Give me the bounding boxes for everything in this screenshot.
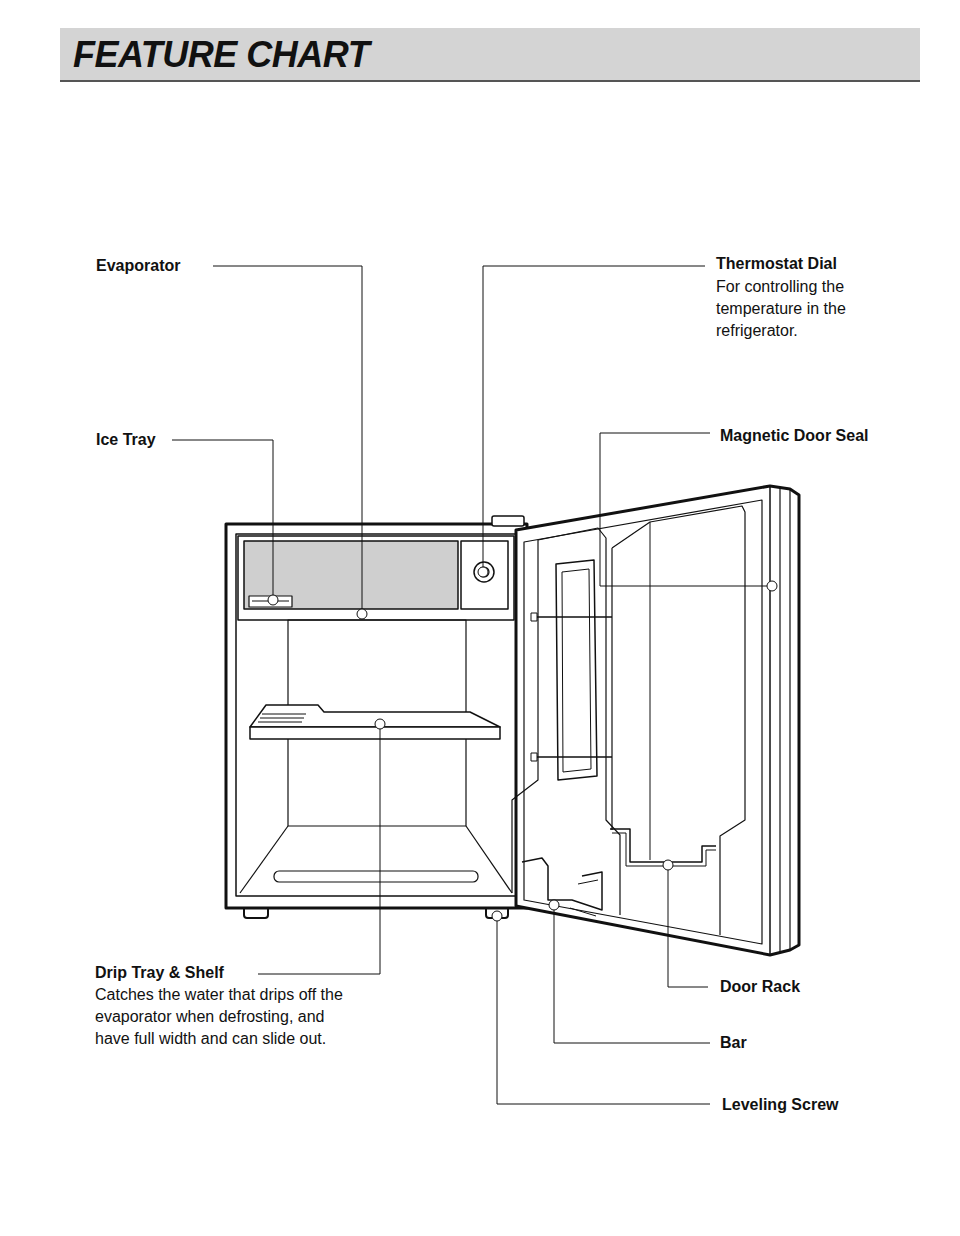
leader-dot: [663, 860, 673, 870]
leader-line: [600, 433, 767, 586]
door-column-edge: [650, 522, 651, 860]
leader-dot: [767, 581, 777, 591]
thermostat-housing: [461, 541, 508, 609]
floor-groove: [274, 871, 478, 882]
leader-line: [172, 440, 273, 596]
part-label: Door Rack: [720, 976, 800, 998]
door-bar: [570, 880, 598, 916]
part-label: Bar: [720, 1032, 747, 1054]
evaporator: [244, 541, 458, 609]
leader-lines: [172, 266, 767, 1104]
shelf-front: [250, 727, 500, 739]
door-outline: [516, 486, 799, 955]
door-seal-line: [779, 488, 780, 953]
shelf-grille: [258, 714, 306, 722]
door-column: [612, 506, 745, 935]
part-label: Magnetic Door Seal: [720, 425, 868, 447]
title-rule: [60, 80, 920, 82]
leader-line: [258, 729, 380, 974]
cabinet: [226, 524, 527, 908]
fridge-door: [492, 486, 799, 955]
leader-dot: [549, 900, 559, 910]
ice-tray: [249, 596, 292, 607]
leader-line: [668, 870, 708, 987]
door-bar: [522, 858, 602, 910]
rack-clip: [531, 753, 537, 761]
leader-dot: [478, 567, 488, 577]
leader-dot: [492, 911, 502, 921]
door-rack-wire: [556, 560, 597, 780]
chart-title: FEATURE CHART: [73, 33, 369, 77]
rack-clip: [531, 613, 537, 621]
door-liner: [524, 500, 762, 944]
thermostat-knob: [479, 567, 489, 577]
door-rack-wire: [562, 569, 591, 772]
part-description: For controlling the temperature in the r…: [716, 276, 868, 342]
door-hinge: [492, 516, 524, 526]
cabinet-liner: [236, 534, 516, 896]
part-label: Ice Tray: [96, 429, 156, 451]
freezer-frame: [238, 536, 514, 620]
title-band: [60, 28, 920, 82]
leader-line: [213, 266, 362, 609]
leader-dot: [268, 595, 278, 605]
fridge-body: [226, 524, 527, 918]
door-rack-wire: [534, 617, 612, 757]
part-label: Thermostat Dial: [716, 253, 837, 275]
part-description: Catches the water that drips off the eva…: [95, 984, 345, 1050]
leader-line: [483, 266, 705, 567]
part-label: Evaporator: [96, 255, 180, 277]
door-seal-line: [789, 489, 790, 950]
part-label: Leveling Screw: [722, 1094, 839, 1116]
leader-line: [497, 921, 710, 1104]
leader-dots: [268, 567, 777, 921]
leader-dot: [357, 609, 367, 619]
leader-line: [554, 910, 710, 1043]
floor-edge: [240, 826, 288, 893]
door-rack: [612, 833, 716, 866]
leader-dot: [375, 719, 385, 729]
part-label: Drip Tray & Shelf: [95, 962, 224, 984]
floor-edge: [466, 826, 512, 893]
door-seal-line: [769, 486, 771, 955]
thermostat-dial: [474, 562, 494, 582]
